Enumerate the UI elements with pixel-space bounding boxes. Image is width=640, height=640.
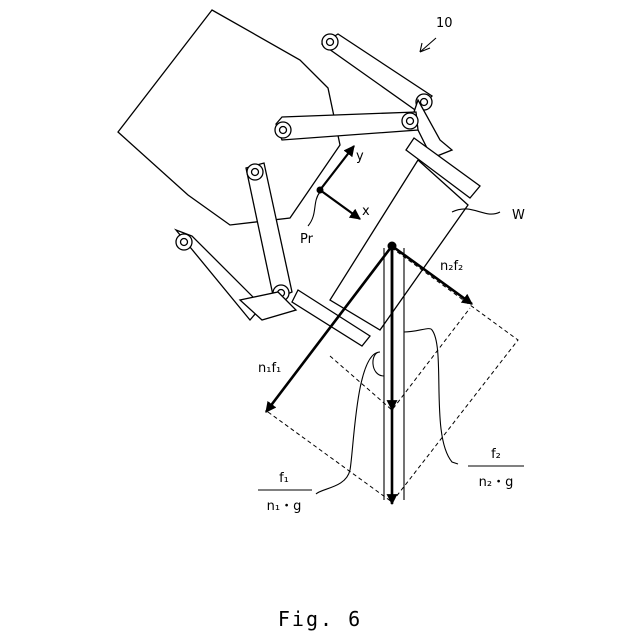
- force2-label: n₂f₂: [440, 259, 463, 274]
- reference-point-label: Pr: [300, 232, 314, 247]
- y-axis-label: y: [356, 149, 364, 164]
- x-axis-label: x: [362, 204, 370, 219]
- fraction-1-numerator: f₁: [279, 471, 289, 486]
- fraction-2-numerator: f₂: [491, 447, 501, 462]
- workpiece: [330, 160, 468, 330]
- grip-point: [388, 242, 397, 251]
- fraction-1-denominator: n₁・g: [267, 499, 302, 514]
- figure-caption: Fig. 6: [278, 607, 362, 631]
- x-axis-arrow: [320, 190, 360, 219]
- force1-label: n₁f₁: [258, 361, 281, 376]
- bracket-f2: [404, 329, 458, 464]
- workpiece-label: W: [512, 208, 525, 223]
- ref-number-label: 10: [436, 16, 453, 31]
- leader-pr: [308, 192, 320, 226]
- leader-10: [420, 38, 436, 52]
- fraction-2-denominator: n₂・g: [479, 475, 514, 490]
- fraction-1: f₁ n₁・g: [258, 471, 312, 514]
- fraction-2: f₂ n₂・g: [468, 447, 524, 490]
- bracket-f1: [316, 352, 384, 494]
